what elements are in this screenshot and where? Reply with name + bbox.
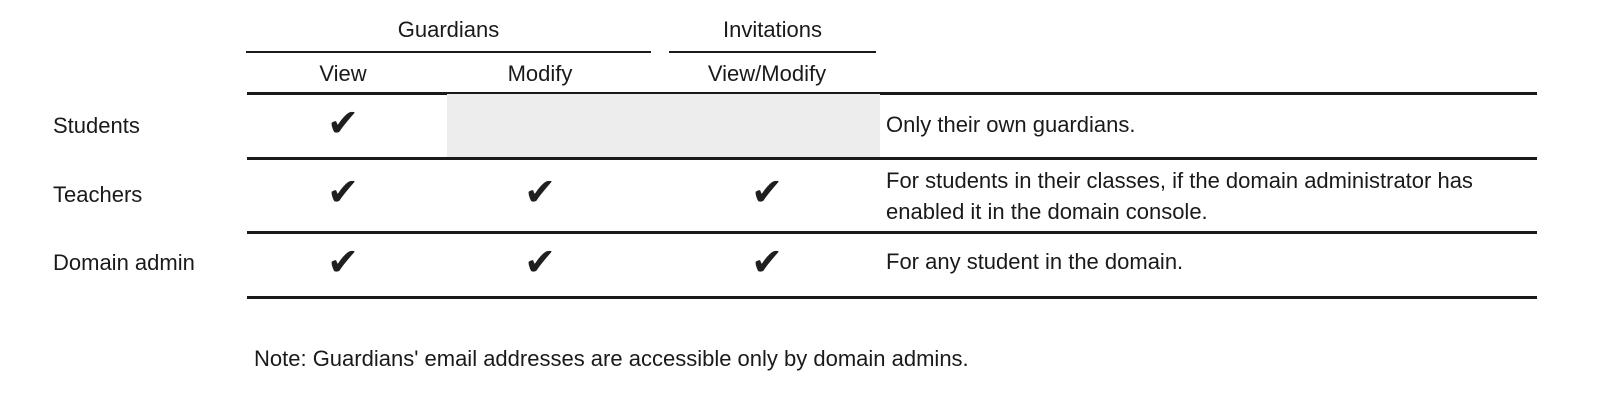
students-disabled-cells bbox=[447, 94, 880, 158]
note-domain-admin: For any student in the domain. bbox=[886, 249, 1184, 274]
cell-teachers-guardians-modify: ✔ bbox=[524, 170, 556, 214]
invitations-underline bbox=[669, 51, 876, 53]
note-students: Only their own guardians. bbox=[886, 112, 1136, 137]
note-teachers: For students in their classes, if the do… bbox=[886, 168, 1473, 224]
column-group-invitations: Invitations bbox=[722, 17, 823, 42]
guardians-underline bbox=[246, 51, 651, 53]
row-rule-1 bbox=[247, 157, 1537, 160]
row-rule-3 bbox=[247, 296, 1537, 299]
header-rule bbox=[247, 92, 1537, 95]
row-label-students: Students bbox=[53, 113, 140, 138]
row-label-domain-admin: Domain admin bbox=[53, 250, 195, 275]
cell-students-guardians-view: ✔ bbox=[327, 101, 359, 145]
cell-domain-admin-guardians-view: ✔ bbox=[327, 240, 359, 284]
cell-domain-admin-guardians-modify: ✔ bbox=[524, 240, 556, 284]
column-header-view-modify: View/Modify bbox=[707, 61, 827, 86]
column-header-view: View bbox=[319, 61, 367, 86]
cell-domain-admin-invitations-view-modify: ✔ bbox=[751, 240, 783, 284]
row-label-teachers: Teachers bbox=[53, 182, 143, 207]
cell-teachers-invitations-view-modify: ✔ bbox=[751, 170, 783, 214]
column-header-modify: Modify bbox=[507, 61, 573, 86]
column-group-guardians: Guardians bbox=[397, 17, 500, 42]
row-rule-2 bbox=[247, 231, 1537, 234]
cell-teachers-guardians-view: ✔ bbox=[327, 170, 359, 214]
footnote: Note: Guardians' email addresses are acc… bbox=[254, 346, 969, 371]
